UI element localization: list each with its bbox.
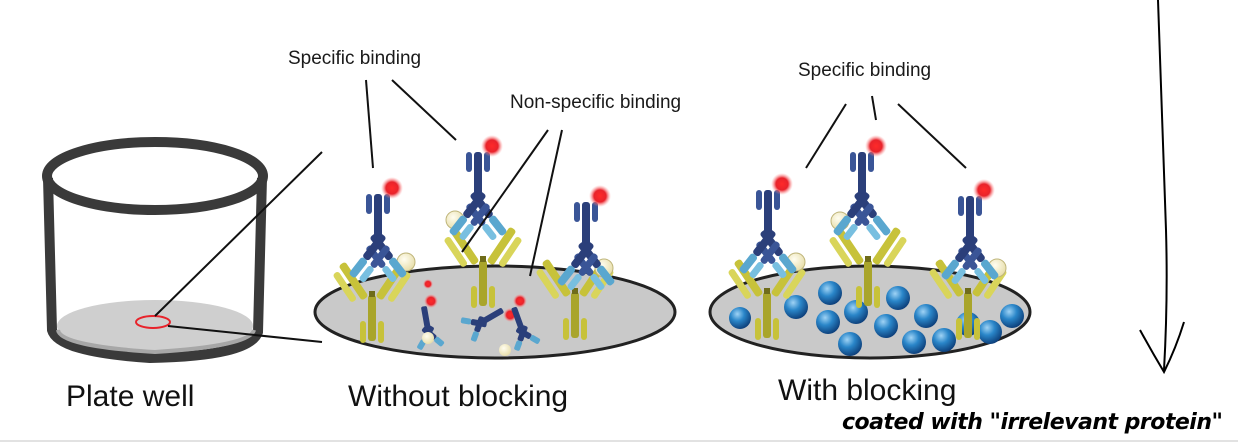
non-specific-binding-label: Non-specific binding	[510, 92, 682, 113]
specific-binding-label-left: Specific binding	[288, 48, 422, 69]
plate-well-illustration	[42, 137, 323, 364]
plate-well-label: Plate well	[66, 380, 195, 413]
down-arrow-icon	[1139, 0, 1185, 375]
blocking-protein-beads	[729, 281, 1024, 356]
with-blocking-illustration	[708, 95, 1032, 360]
with-blocking-label: With blocking	[778, 374, 957, 407]
handwritten-note: coated with "irrelevant protein"	[842, 410, 1223, 435]
specific-binding-label-right: Specific binding	[798, 60, 932, 81]
without-blocking-illustration	[313, 79, 677, 360]
without-blocking-label: Without blocking	[348, 380, 569, 413]
bottom-divider	[0, 440, 1238, 442]
